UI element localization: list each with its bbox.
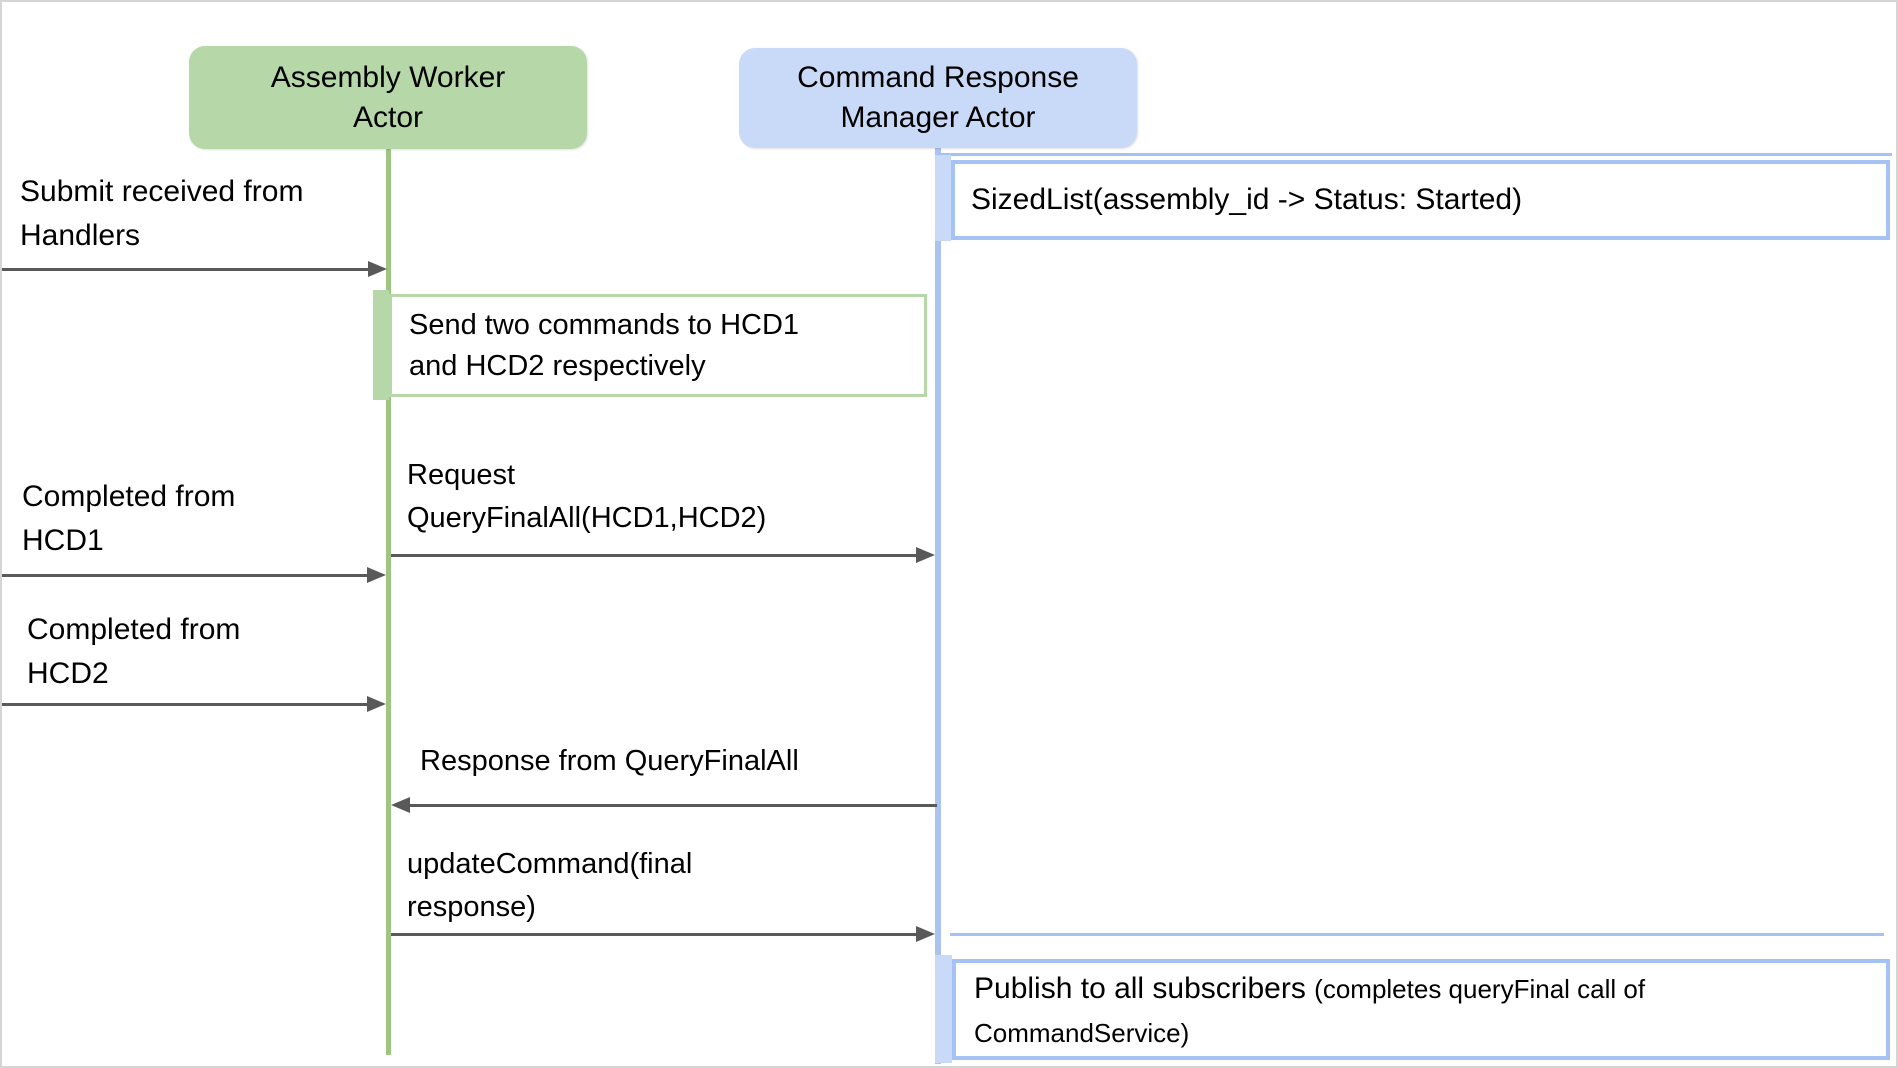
lifeline-assembly-worker [386,149,391,1055]
arrow-shaft [391,932,916,936]
message-label-submit-line2: Handlers [20,219,141,252]
note-publish-detail: (completes queryFinal call of CommandSer… [974,974,1646,1048]
message-label-submit: Submit received from Handlers [20,170,303,258]
note-publish: Publish to all subscribers (completes qu… [952,959,1890,1060]
message-label-response-queryfinalall: Response from QueryFinalAll [420,740,799,783]
actor-assembly-worker: Assembly Worker Actor [189,46,587,149]
actor-command-response-manager-label-line1: Command Response [797,61,1079,94]
actor-assembly-worker-label-line2: Actor [352,100,424,134]
message-label-completed-hcd2-line2: HCD2 [27,657,109,690]
arrow-shaft [391,553,916,557]
message-label-request-queryfinalall: Request QueryFinalAll(HCD1,HCD2) [407,454,766,540]
message-arrow-request-queryfinalall [391,547,935,563]
arrow-shaft [2,573,367,577]
arrow-head-right-icon [916,926,935,942]
message-arrow-response-queryfinalall [391,797,937,813]
message-label-submit-line1: Submit received from [20,175,304,208]
message-label-completed-hcd1-line2: HCD1 [22,524,104,557]
arrow-shaft [2,267,368,271]
arrow-shaft [2,702,367,706]
message-label-completed-hcd2-line1: Completed from [27,613,241,646]
message-label-response-text: Response from QueryFinalAll [420,745,799,777]
note-send-commands-line1: Send two commands to HCD1 [409,308,800,341]
sizedlist-activation-bar [935,155,951,241]
message-arrow-completed-hcd1 [2,567,386,583]
message-label-request-line1: Request [407,459,516,491]
note-publish-main: Publish to all subscribers [974,972,1306,1005]
message-label-completed-hcd2: Completed from HCD2 [27,608,240,696]
arrow-head-left-icon [391,797,410,813]
message-arrow-updatecommand [391,926,935,942]
message-label-updatecommand-line2: response) [407,891,536,923]
arrow-head-right-icon [916,547,935,563]
actor-command-response-manager: Command Response Manager Actor [739,48,1137,148]
actor-assembly-worker-label-line1: Assembly Worker [270,60,506,94]
message-arrow-submit [2,261,387,277]
publish-activation-bar [935,955,952,1063]
arrow-shaft [410,803,937,807]
send-commands-activation-bar [373,290,389,400]
note-sizedlist-text: SizedList(assembly_id -> Status: Started… [971,183,1523,216]
arrow-head-right-icon [368,261,387,277]
message-label-request-line2: QueryFinalAll(HCD1,HCD2) [407,502,767,534]
publish-top-line [950,933,1884,936]
message-label-updatecommand: updateCommand(final response) [407,843,692,929]
sizedlist-top-line [939,153,1892,156]
lifeline-command-response-manager [935,147,941,1064]
note-send-commands-line2: and HCD2 respectively [409,349,706,382]
arrow-head-right-icon [367,696,386,712]
message-arrow-completed-hcd2 [2,696,386,712]
message-label-completed-hcd1: Completed from HCD1 [22,475,235,563]
actor-command-response-manager-label-line2: Manager Actor [840,101,1036,134]
arrow-head-right-icon [367,567,386,583]
message-label-updatecommand-line1: updateCommand(final [407,848,693,880]
note-send-commands: Send two commands to HCD1 and HCD2 respe… [389,294,927,397]
note-sizedlist: SizedList(assembly_id -> Status: Started… [951,160,1890,240]
message-label-completed-hcd1-line1: Completed from [22,480,236,513]
